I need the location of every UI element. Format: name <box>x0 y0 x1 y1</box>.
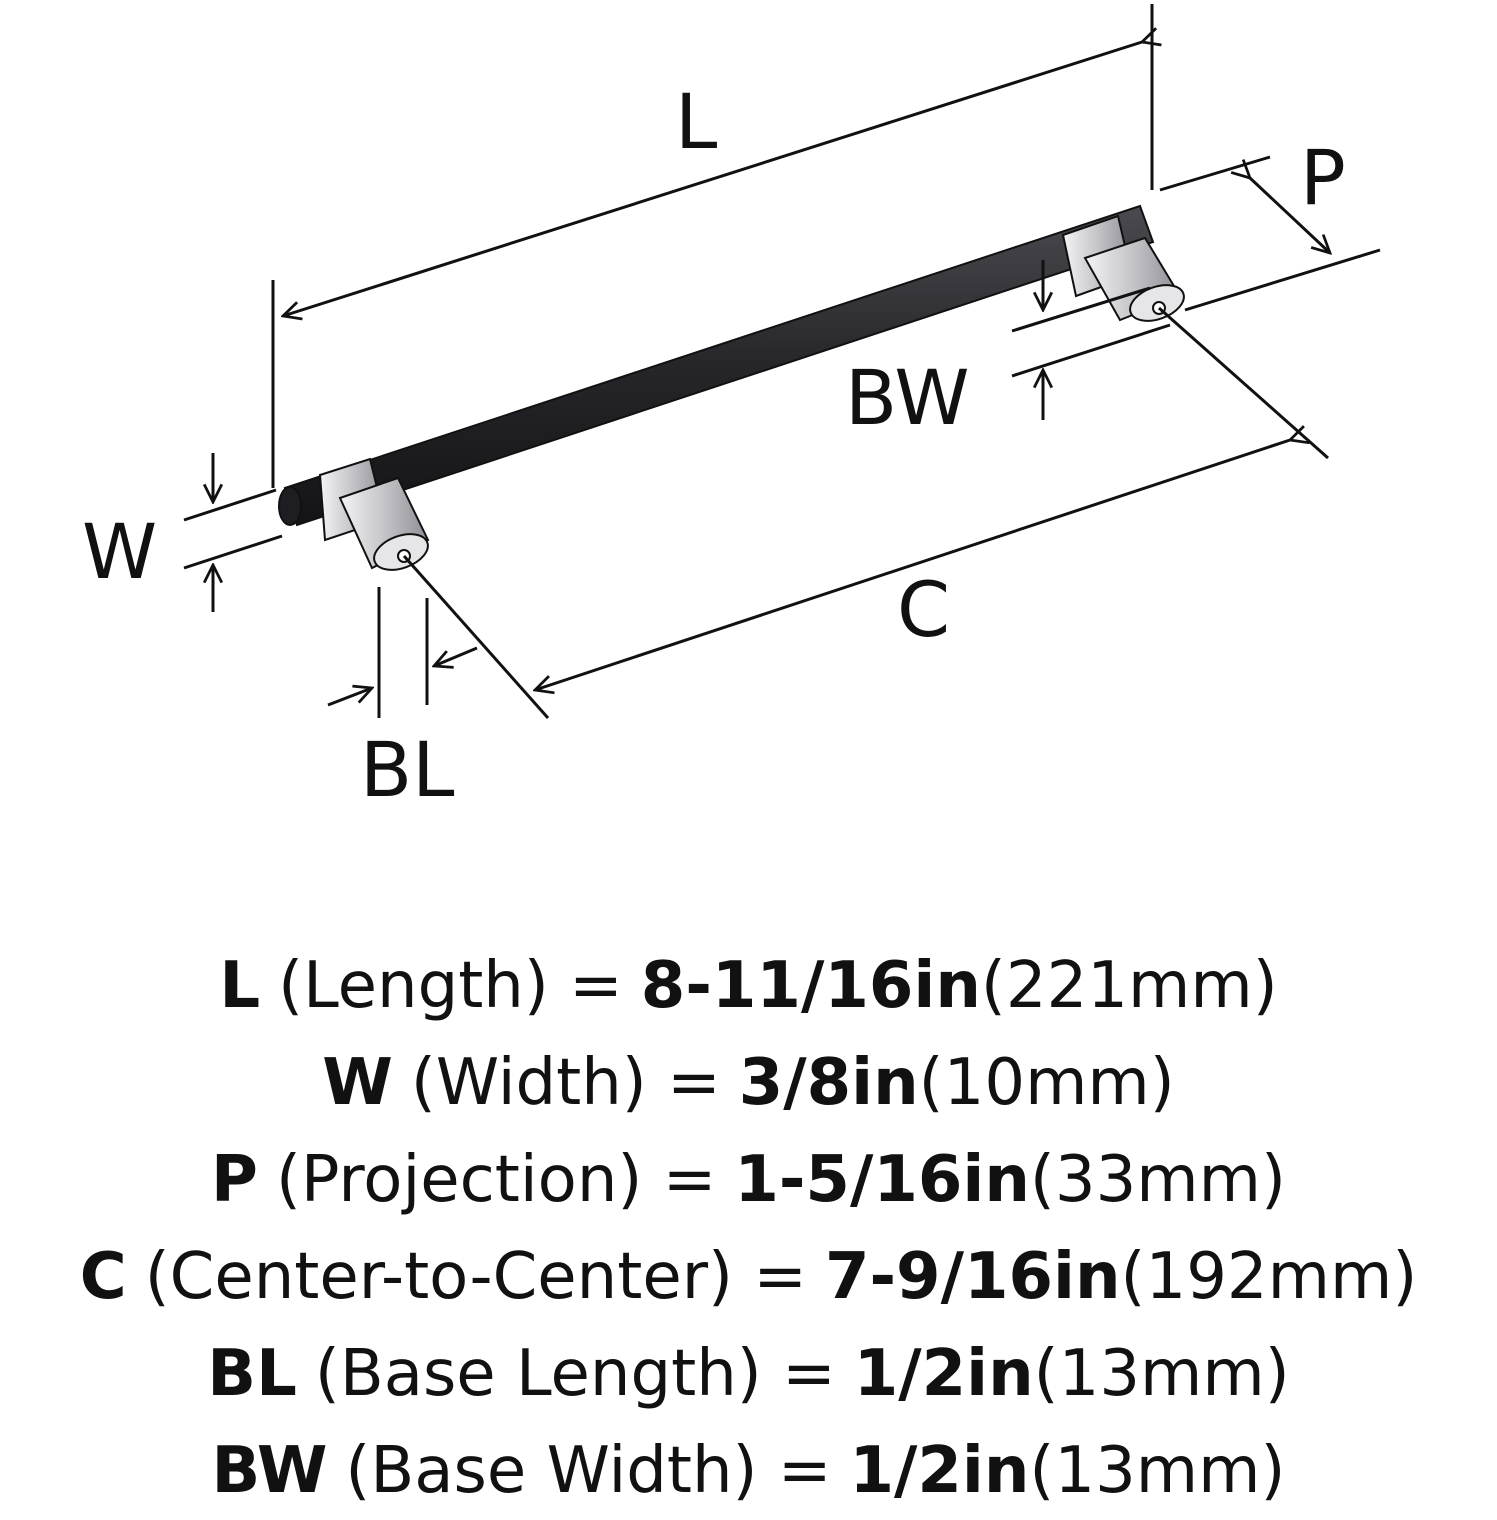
spec-desc: (Length) = <box>278 949 623 1023</box>
spec-code: C <box>79 1240 127 1314</box>
spec-desc: (Projection) = <box>275 1143 717 1217</box>
spec-inch: 1/2in <box>853 1337 1034 1411</box>
length-label: L <box>675 77 717 166</box>
spec-inch: 7-9/16in <box>824 1240 1121 1314</box>
spec-row-width: W(Width) =3/8in(10mm) <box>0 1035 1497 1132</box>
spec-code: W <box>322 1046 393 1120</box>
length-dimension: L <box>271 4 1152 488</box>
spec-row-projection: P(Projection) =1-5/16in(33mm) <box>0 1132 1497 1229</box>
spec-desc: (Base Width) = <box>345 1434 832 1508</box>
spec-desc: (Width) = <box>410 1046 721 1120</box>
spec-code: BL <box>207 1337 297 1411</box>
spec-mm: (13mm) <box>1033 1337 1290 1411</box>
spec-row-base-width: BW(Base Width) =1/2in(13mm) <box>0 1423 1497 1520</box>
spec-mm: (192mm) <box>1120 1240 1418 1314</box>
width-dimension: W <box>82 453 283 612</box>
center-to-center-dimension: C <box>402 306 1329 719</box>
spec-row-length: L(Length) =8-11/16in(221mm) <box>0 938 1497 1035</box>
spec-row-center-to-center: C(Center-to-Center) =7-9/16in(192mm) <box>0 1229 1497 1326</box>
spec-mm: (33mm) <box>1029 1143 1286 1217</box>
handle-dimension-diagram: L P W BW C BL <box>82 4 1381 814</box>
spec-mm: (221mm) <box>980 949 1278 1023</box>
left-post <box>318 457 430 571</box>
spec-row-base-length: BL(Base Length) =1/2in(13mm) <box>0 1326 1497 1423</box>
spec-inch: 1-5/16in <box>734 1143 1030 1217</box>
handle-bar <box>278 204 1155 527</box>
center-to-center-label: C <box>897 565 950 654</box>
spec-inch: 1/2in <box>849 1434 1030 1508</box>
dimension-spec-list: L(Length) =8-11/16in(221mm) W(Width) =3/… <box>0 938 1497 1520</box>
projection-dimension: P <box>1159 133 1381 312</box>
spec-code: P <box>211 1143 258 1217</box>
projection-label: P <box>1300 133 1346 222</box>
spec-mm: (10mm) <box>918 1046 1175 1120</box>
spec-desc: (Center-to-Center) = <box>144 1240 807 1314</box>
spec-mm: (13mm) <box>1029 1434 1286 1508</box>
base-length-label: BL <box>360 725 454 814</box>
spec-code: L <box>219 949 261 1023</box>
spec-inch: 8-11/16in <box>640 949 981 1023</box>
spec-code: BW <box>211 1434 328 1508</box>
spec-inch: 3/8in <box>738 1046 919 1120</box>
spec-desc: (Base Length) = <box>314 1337 836 1411</box>
width-label: W <box>82 507 157 596</box>
base-length-dimension: BL <box>327 587 478 814</box>
base-width-label: BW <box>845 353 970 442</box>
